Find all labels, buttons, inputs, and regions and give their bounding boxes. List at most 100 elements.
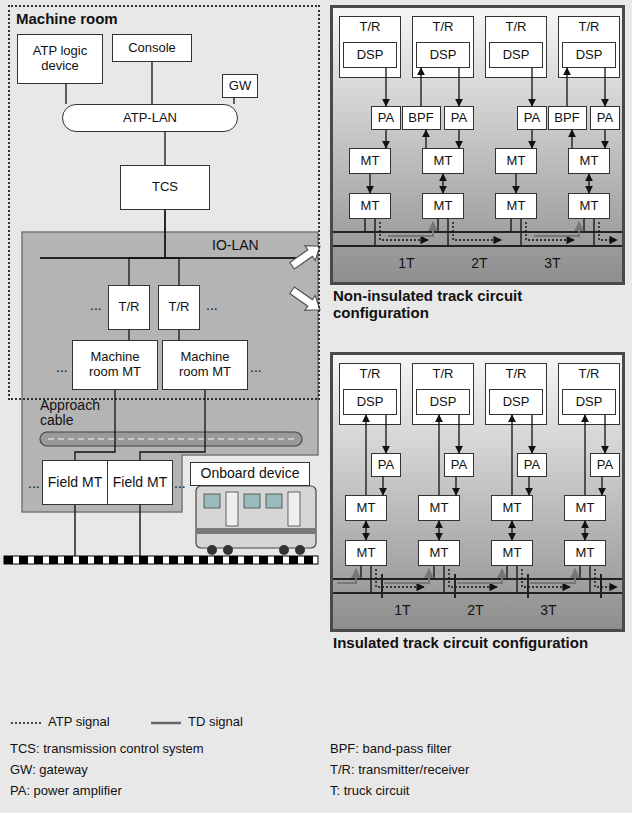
device-box: T/R <box>158 285 200 330</box>
connector <box>385 68 386 106</box>
box-label: T/R <box>166 300 193 315</box>
connector <box>588 174 589 193</box>
box-label: PA <box>594 458 616 473</box>
device-box: DSP <box>343 42 397 68</box>
connector <box>75 390 115 460</box>
box-label: ATP-LAN <box>120 111 180 126</box>
connector <box>369 174 370 193</box>
track-label: 3T <box>544 256 560 271</box>
track-label: 3T <box>540 603 556 618</box>
connector <box>566 68 567 106</box>
connector <box>438 415 439 495</box>
box-label: TCS <box>149 180 181 195</box>
connector <box>458 415 459 453</box>
device-box: T/R <box>108 285 150 330</box>
ellipsis: ... <box>90 298 102 313</box>
abbreviation: GW: gateway <box>10 763 88 777</box>
device-box: MT <box>495 148 537 174</box>
device-box: DSP <box>562 389 616 415</box>
connector <box>604 130 605 148</box>
rail-sleepers <box>4 556 318 564</box>
device-box: DSP <box>562 42 616 68</box>
box-label: MT <box>427 546 452 561</box>
connector <box>438 521 439 540</box>
transceiver-box: T/RDSP <box>485 16 547 78</box>
device-box: MT <box>345 495 387 521</box>
connector <box>601 477 602 495</box>
track-label: 2T <box>471 256 487 271</box>
box-label: PA <box>375 458 397 473</box>
device-box: GW <box>222 74 258 98</box>
connector <box>584 521 585 540</box>
box-label: PA <box>448 458 470 473</box>
box-label: Machine room MT <box>73 350 157 379</box>
bus-label: IO-LAN <box>212 238 259 253</box>
box-label: PA <box>521 458 543 473</box>
connector <box>515 174 516 193</box>
box-label: PA <box>521 111 543 126</box>
transceiver-box: T/R DSP <box>412 16 474 78</box>
transceiver-box: T/RDSP <box>412 363 474 425</box>
box-label: MT <box>577 154 602 169</box>
connector <box>458 130 459 148</box>
box-label: T/R <box>357 367 384 382</box>
device-box: Console <box>112 34 192 62</box>
box-label: T/R <box>503 367 530 382</box>
connector <box>385 130 386 148</box>
region-title: Machine room <box>16 11 118 28</box>
box-label: T/R <box>357 20 384 35</box>
connector <box>129 210 165 285</box>
io-lan-bus <box>40 257 305 259</box>
box-label: DSP <box>573 395 606 410</box>
ellipsis: ... <box>28 476 40 491</box>
connector <box>528 477 529 495</box>
connector <box>365 415 366 495</box>
box-label: DSP <box>427 395 460 410</box>
device-box: PA <box>590 106 620 130</box>
box-label: MT <box>358 154 383 169</box>
device-box: MT <box>495 193 537 219</box>
box-label: BPF <box>551 111 582 126</box>
box-label: T/R <box>116 300 143 315</box>
legend-text: TD signal <box>188 715 243 729</box>
track-label: 1T <box>398 256 414 271</box>
connector <box>420 68 421 106</box>
connector <box>178 330 179 340</box>
device-box: PA <box>371 106 401 130</box>
device-box: DSP <box>343 389 397 415</box>
device-box: PA <box>444 106 474 130</box>
panel-caption: Non-insulated track circuit configuratio… <box>333 287 603 322</box>
box-label: DSP <box>427 48 460 63</box>
box-label: T/R <box>576 367 603 382</box>
device-box: PA <box>590 453 620 477</box>
connector <box>604 415 605 453</box>
box-label: DSP <box>573 48 606 63</box>
legend-text: ATP signal <box>48 715 110 729</box>
transceiver-box: T/R DSP <box>339 363 401 425</box>
transceiver-box: T/RDSP <box>558 16 620 78</box>
panel-caption: Insulated track circuit configuration <box>333 634 603 651</box>
box-label: MT <box>427 501 452 516</box>
device-box: MT <box>418 540 460 566</box>
box-label: T/R <box>430 20 457 35</box>
box-label: ATP logic device <box>18 44 102 73</box>
box-label: MT <box>358 199 383 214</box>
connector <box>164 132 165 165</box>
box-label: T/R <box>503 20 530 35</box>
device-box: Machine room MT <box>162 340 248 390</box>
device-box: DSP <box>489 389 543 415</box>
box-label: PA <box>375 111 397 126</box>
box-label: MT <box>577 199 602 214</box>
device-box: Onboard device <box>190 462 310 486</box>
connector <box>151 62 152 104</box>
box-label: Field MT <box>45 475 105 491</box>
field-wire <box>74 505 76 556</box>
box-label: DSP <box>354 48 387 63</box>
box-label: Field MT <box>110 475 170 491</box>
abbreviation: BPF: band-pass filter <box>330 742 451 756</box>
lan-bar: ATP-LAN <box>62 104 238 132</box>
connector <box>531 130 532 148</box>
device-box: MT <box>568 193 610 219</box>
device-box: TCS <box>120 165 210 210</box>
transceiver-box: T/R DSP <box>558 363 620 425</box>
